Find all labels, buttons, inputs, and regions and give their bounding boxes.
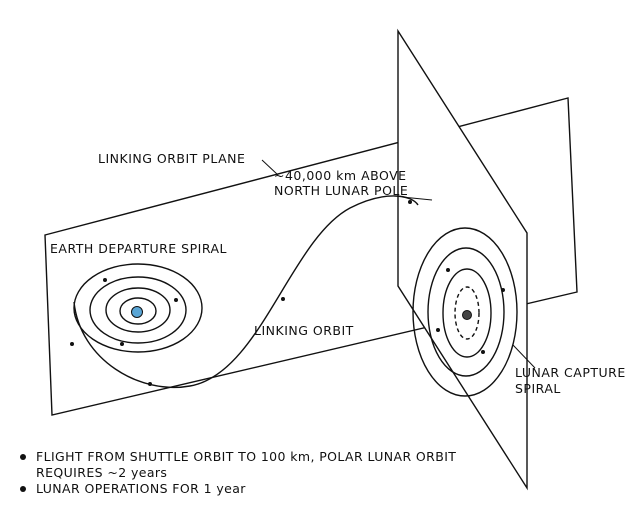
- label-linking-orbit: LINKING ORBIT: [254, 323, 354, 338]
- label-linking-orbit-plane: LINKING ORBIT PLANE: [98, 151, 246, 166]
- direction-markers: [70, 200, 505, 386]
- leader-linking-plane: [261, 159, 279, 176]
- label-lunar-capture-line2: SPIRAL: [515, 381, 561, 396]
- note-text: LUNAR OPERATIONS FOR 1 year: [36, 481, 246, 496]
- note-continuation: REQUIRES ~2 years: [18, 465, 456, 481]
- note-item: LUNAR OPERATIONS FOR 1 year: [18, 481, 456, 497]
- moon: [462, 310, 472, 320]
- leader-capture: [512, 344, 536, 369]
- label-earth-departure-spiral: EARTH DEPARTURE SPIRAL: [50, 241, 228, 256]
- leader-altitude: [401, 196, 433, 201]
- label-lunar-capture-line1: LUNAR CAPTURE: [515, 365, 626, 380]
- lunar-orbit-plane: [397, 28, 528, 491]
- note-item: FLIGHT FROM SHUTTLE ORBIT TO 100 km, POL…: [18, 449, 456, 465]
- label-altitude-line1: ~40,000 km ABOVE: [274, 168, 407, 183]
- notes-list: FLIGHT FROM SHUTTLE ORBIT TO 100 km, POL…: [18, 449, 456, 497]
- linking-orbit-path: [73, 195, 419, 388]
- note-text: REQUIRES ~2 years: [36, 465, 168, 480]
- label-altitude-line2: NORTH LUNAR POLE: [274, 183, 409, 198]
- note-text: FLIGHT FROM SHUTTLE ORBIT TO 100 km, POL…: [36, 449, 457, 464]
- earth-departure-spiral: [73, 263, 203, 353]
- lunar-capture-spiral: [412, 227, 518, 397]
- linking-orbit-plane: [44, 97, 578, 416]
- earth: [131, 306, 143, 318]
